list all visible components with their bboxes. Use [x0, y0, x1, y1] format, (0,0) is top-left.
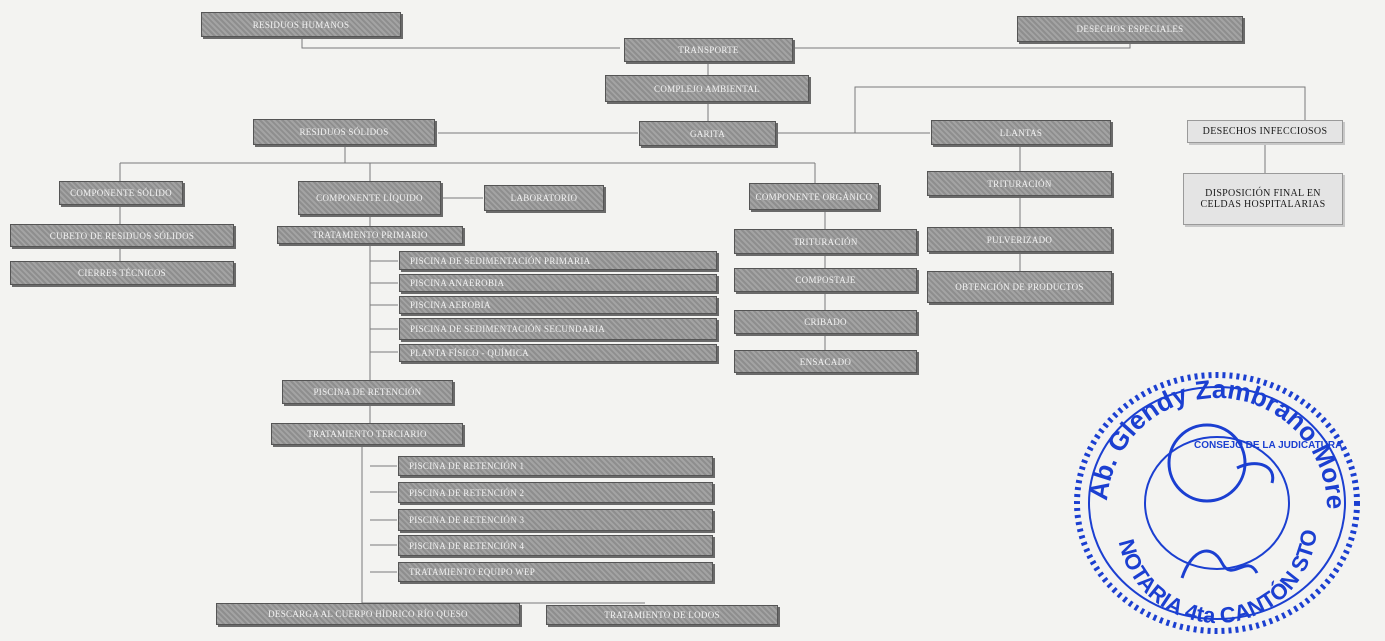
node-obtencion-de-productos: OBTENCIÓN DE PRODUCTOS [927, 271, 1112, 303]
node-ensacado: ENSACADO [734, 350, 917, 373]
notary-seal-stamp: Ab. Glendy Zambrano Moreira NOTARIA 4ta … [1062, 348, 1360, 634]
node-componente-liquido: COMPONENTE LÍQUIDO [298, 181, 441, 215]
node-descarga-cuerpo-hidrico: DESCARGA AL CUERPO HÍDRICO RÍO QUESO [216, 603, 520, 625]
node-trituracion-llantas: TRITURACIÓN [927, 171, 1112, 196]
tertiary-item: PISCINA DE RETENCIÓN 1 [398, 456, 713, 476]
node-trituracion-organico: TRITURACIÓN [734, 229, 917, 254]
primary-item: PISCINA AEROBIA [399, 296, 717, 314]
node-cribado: CRIBADO [734, 310, 917, 334]
node-laboratorio: LABORATORIO [484, 185, 604, 211]
node-cierres-tecnicos: CIERRES TÉCNICOS [10, 261, 234, 285]
node-componente-organico: COMPONENTE ORGÁNICO [749, 183, 879, 210]
primary-item: PISCINA DE SEDIMENTACIÓN PRIMARIA [399, 251, 717, 270]
seal-center-text: CONSEJO DE LA JUDICATURA [1194, 440, 1342, 451]
node-desechos-infecciosos: DESECHOS INFECCIOSOS [1187, 120, 1343, 143]
node-tratamiento-terciario: TRATAMIENTO TERCIARIO [271, 423, 463, 445]
node-disposicion-final: DISPOSICIÓN FINAL EN CELDAS HOSPITALARIA… [1183, 173, 1343, 225]
primary-item: PLANTA FÍSICO - QUÍMICA [399, 344, 717, 362]
tertiary-item: PISCINA DE RETENCIÓN 3 [398, 509, 713, 531]
node-piscina-retencion: PISCINA DE RETENCIÓN [282, 380, 453, 404]
node-tratamiento-primario: TRATAMIENTO PRIMARIO [277, 226, 463, 244]
node-pulverizado: PULVERIZADO [927, 227, 1112, 252]
node-complejo-ambiental: COMPLEJO AMBIENTAL [605, 75, 809, 102]
node-compostaje: COMPOSTAJE [734, 268, 917, 292]
tertiary-item: PISCINA DE RETENCIÓN 4 [398, 535, 713, 556]
node-llantas: LLANTAS [931, 120, 1111, 145]
node-residuos-solidos: RESIDUOS SÓLIDOS [253, 119, 435, 145]
node-transporte: TRANSPORTE [624, 38, 793, 62]
node-componente-solido: COMPONENTE SÓLIDO [59, 181, 183, 205]
primary-item: PISCINA DE SEDIMENTACIÓN SECUNDARIA [399, 318, 717, 340]
node-desechos-especiales: DESECHOS ESPECIALES [1017, 16, 1243, 42]
node-garita: GARITA [639, 121, 776, 146]
primary-item: PISCINA ANAEROBIA [399, 274, 717, 292]
tertiary-item: PISCINA DE RETENCIÓN 2 [398, 482, 713, 503]
seal-top-text: Ab. Glendy Zambrano Moreira [1062, 348, 1351, 510]
node-cubeto-residuos-solidos: CUBETO DE RESIDUOS SÓLIDOS [10, 224, 234, 247]
tertiary-item: TRATAMIENTO EQUIPO WEP [398, 562, 713, 582]
node-residuos-humanos: RESIDUOS HUMANOS [201, 12, 401, 37]
node-tratamiento-lodos: TRATAMIENTO DE LODOS [546, 605, 778, 625]
